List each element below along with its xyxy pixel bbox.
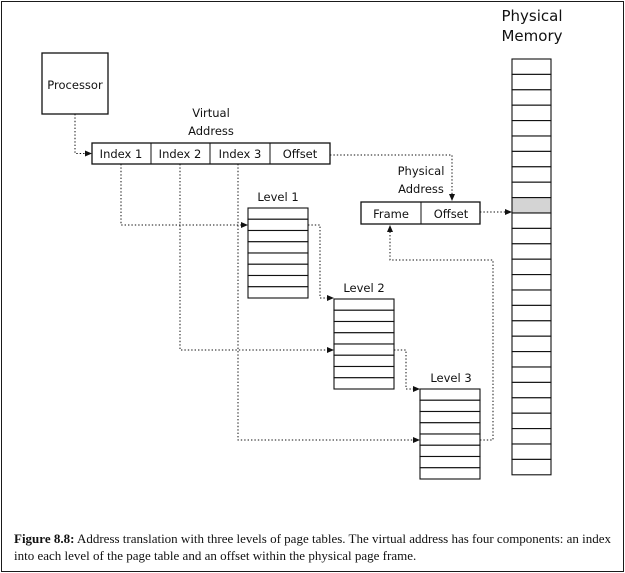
physical-memory-row	[511, 227, 552, 245]
level-1-table-row	[247, 207, 309, 220]
physical-memory-row	[511, 428, 552, 445]
connector-level2-to-level3	[394, 349, 414, 390]
connector-index1-to-level1	[120, 164, 242, 226]
level-3-table-row	[419, 467, 481, 480]
field-index-1: Index 1	[100, 147, 143, 161]
level-3-table-row	[419, 455, 481, 469]
physical-memory-row	[511, 397, 552, 414]
connector-index3-to-level3	[237, 164, 414, 441]
physical-memory-row	[511, 335, 552, 353]
physical-memory-row	[511, 351, 552, 368]
physical-memory-row	[511, 181, 552, 199]
level-1-page-table	[247, 207, 309, 299]
physical-address-label-line1: Physical	[398, 164, 445, 178]
physical-memory-row	[511, 150, 552, 168]
level-2-table-row	[333, 343, 395, 356]
physical-memory-row	[511, 243, 552, 260]
level-3-page-table	[419, 388, 481, 480]
arrowhead	[241, 222, 248, 228]
physical-memory-row	[511, 120, 552, 137]
level-3-label: Level 3	[430, 371, 471, 385]
physical-memory	[511, 58, 552, 476]
physical-memory-row	[511, 458, 552, 476]
physical-memory-row	[511, 412, 552, 430]
level-1-table-row	[247, 229, 309, 243]
level-1-table-row	[247, 252, 309, 265]
connector-level1-to-level2	[308, 224, 328, 299]
physical-memory-label-line1: Physical	[501, 7, 562, 25]
arrowhead	[85, 150, 92, 157]
caption-label: Figure 8.8:	[14, 531, 75, 546]
level-2-label: Level 2	[343, 281, 384, 295]
level-1-table-row	[247, 241, 309, 254]
connector-index2-to-level2	[179, 164, 328, 351]
level-1-table-row	[247, 263, 309, 277]
field-physical-offset: Offset	[434, 207, 469, 221]
field-frame: Frame	[373, 207, 409, 221]
arrowhead	[449, 194, 455, 201]
field-index-3: Index 3	[219, 147, 262, 161]
level-2-table-row	[333, 320, 395, 334]
level-2-page-table	[333, 298, 395, 390]
physical-memory-row	[511, 366, 552, 383]
arrowhead	[387, 225, 393, 232]
physical-memory-row	[511, 443, 552, 460]
caption-text: Address translation with three levels of…	[14, 531, 612, 563]
physical-memory-highlighted-row	[511, 197, 552, 214]
level-3-table-row	[419, 433, 481, 446]
level-1-table-row	[247, 274, 309, 288]
level-2-table-row	[333, 332, 395, 345]
level-2-table-row	[333, 377, 395, 390]
physical-memory-row	[511, 58, 552, 75]
processor: Processor	[41, 52, 109, 115]
physical-memory-row	[511, 274, 552, 291]
physical-memory-row	[511, 304, 552, 322]
arrowhead	[505, 209, 512, 215]
level-3-table-row	[419, 410, 481, 424]
physical-memory-row	[511, 166, 552, 183]
processor-label: Processor	[47, 78, 103, 92]
virtual-address-label-line1: Virtual	[192, 106, 230, 120]
level-3-table-row	[419, 399, 481, 413]
physical-memory-label-line2: Memory	[501, 27, 562, 45]
level-2-table-row	[333, 298, 395, 311]
level-3-table-row	[419, 444, 481, 458]
level-1-table-row	[247, 218, 309, 232]
physical-memory-row	[511, 73, 552, 91]
physical-address-label-line2: Address	[398, 182, 444, 196]
connector-processor-to-virtual-address	[74, 114, 86, 154]
address-translation-diagram: Processor Virtual Address Index 1 Index …	[41, 7, 563, 480]
figure-caption: Figure 8.8: Address translation with thr…	[14, 530, 614, 564]
physical-memory-row	[511, 212, 552, 229]
field-offset: Offset	[283, 147, 318, 161]
virtual-address: Index 1 Index 2 Index 3 Offset	[91, 142, 331, 165]
physical-memory-row	[511, 89, 552, 106]
arrowhead	[413, 437, 420, 443]
physical-memory-row	[511, 320, 552, 337]
level-1-label: Level 1	[257, 190, 298, 204]
field-index-2: Index 2	[159, 147, 202, 161]
connectors	[74, 114, 512, 443]
level-2-table-row	[333, 365, 395, 379]
physical-memory-row	[511, 104, 552, 122]
level-1-table-row	[247, 286, 309, 299]
level-3-table-row	[419, 388, 481, 401]
physical-memory-row	[511, 381, 552, 399]
physical-memory-row	[511, 258, 552, 276]
arrowhead	[327, 347, 334, 353]
level-2-table-row	[333, 309, 395, 323]
physical-memory-row	[511, 135, 552, 152]
physical-memory-row	[511, 289, 552, 306]
virtual-address-label-line2: Address	[188, 124, 234, 138]
arrowhead	[413, 386, 420, 392]
level-3-table-row	[419, 422, 481, 435]
physical-address: Frame Offset	[360, 201, 481, 225]
level-2-table-row	[333, 354, 395, 368]
arrowhead	[327, 295, 334, 301]
